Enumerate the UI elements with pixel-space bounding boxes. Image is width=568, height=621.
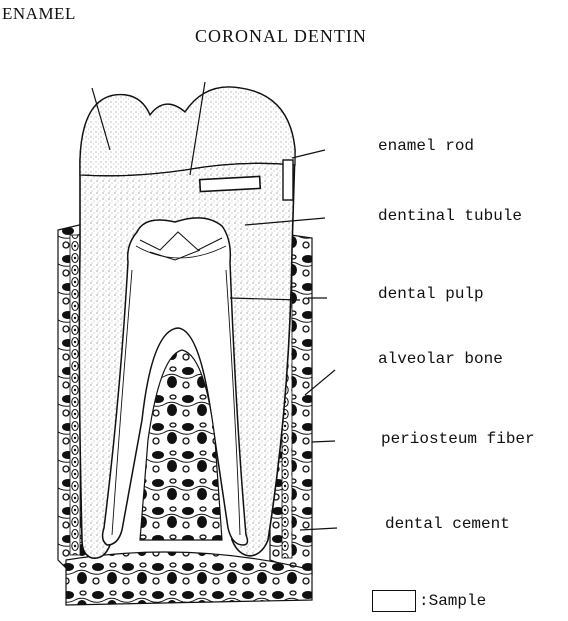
label-enamel-rod: enamel rod xyxy=(378,137,474,155)
sample-legend-text: :Sample xyxy=(419,592,486,610)
label-dental-pulp: dental pulp xyxy=(378,285,484,303)
label-periosteum-fiber: periosteum fiber xyxy=(381,430,535,448)
label-dental-cement: dental cement xyxy=(385,515,510,533)
label-dentinal-tubule: dentinal tubule xyxy=(378,207,522,225)
sample-legend-box xyxy=(372,590,416,612)
label-alveolar-bone: alveolar bone xyxy=(378,350,503,368)
